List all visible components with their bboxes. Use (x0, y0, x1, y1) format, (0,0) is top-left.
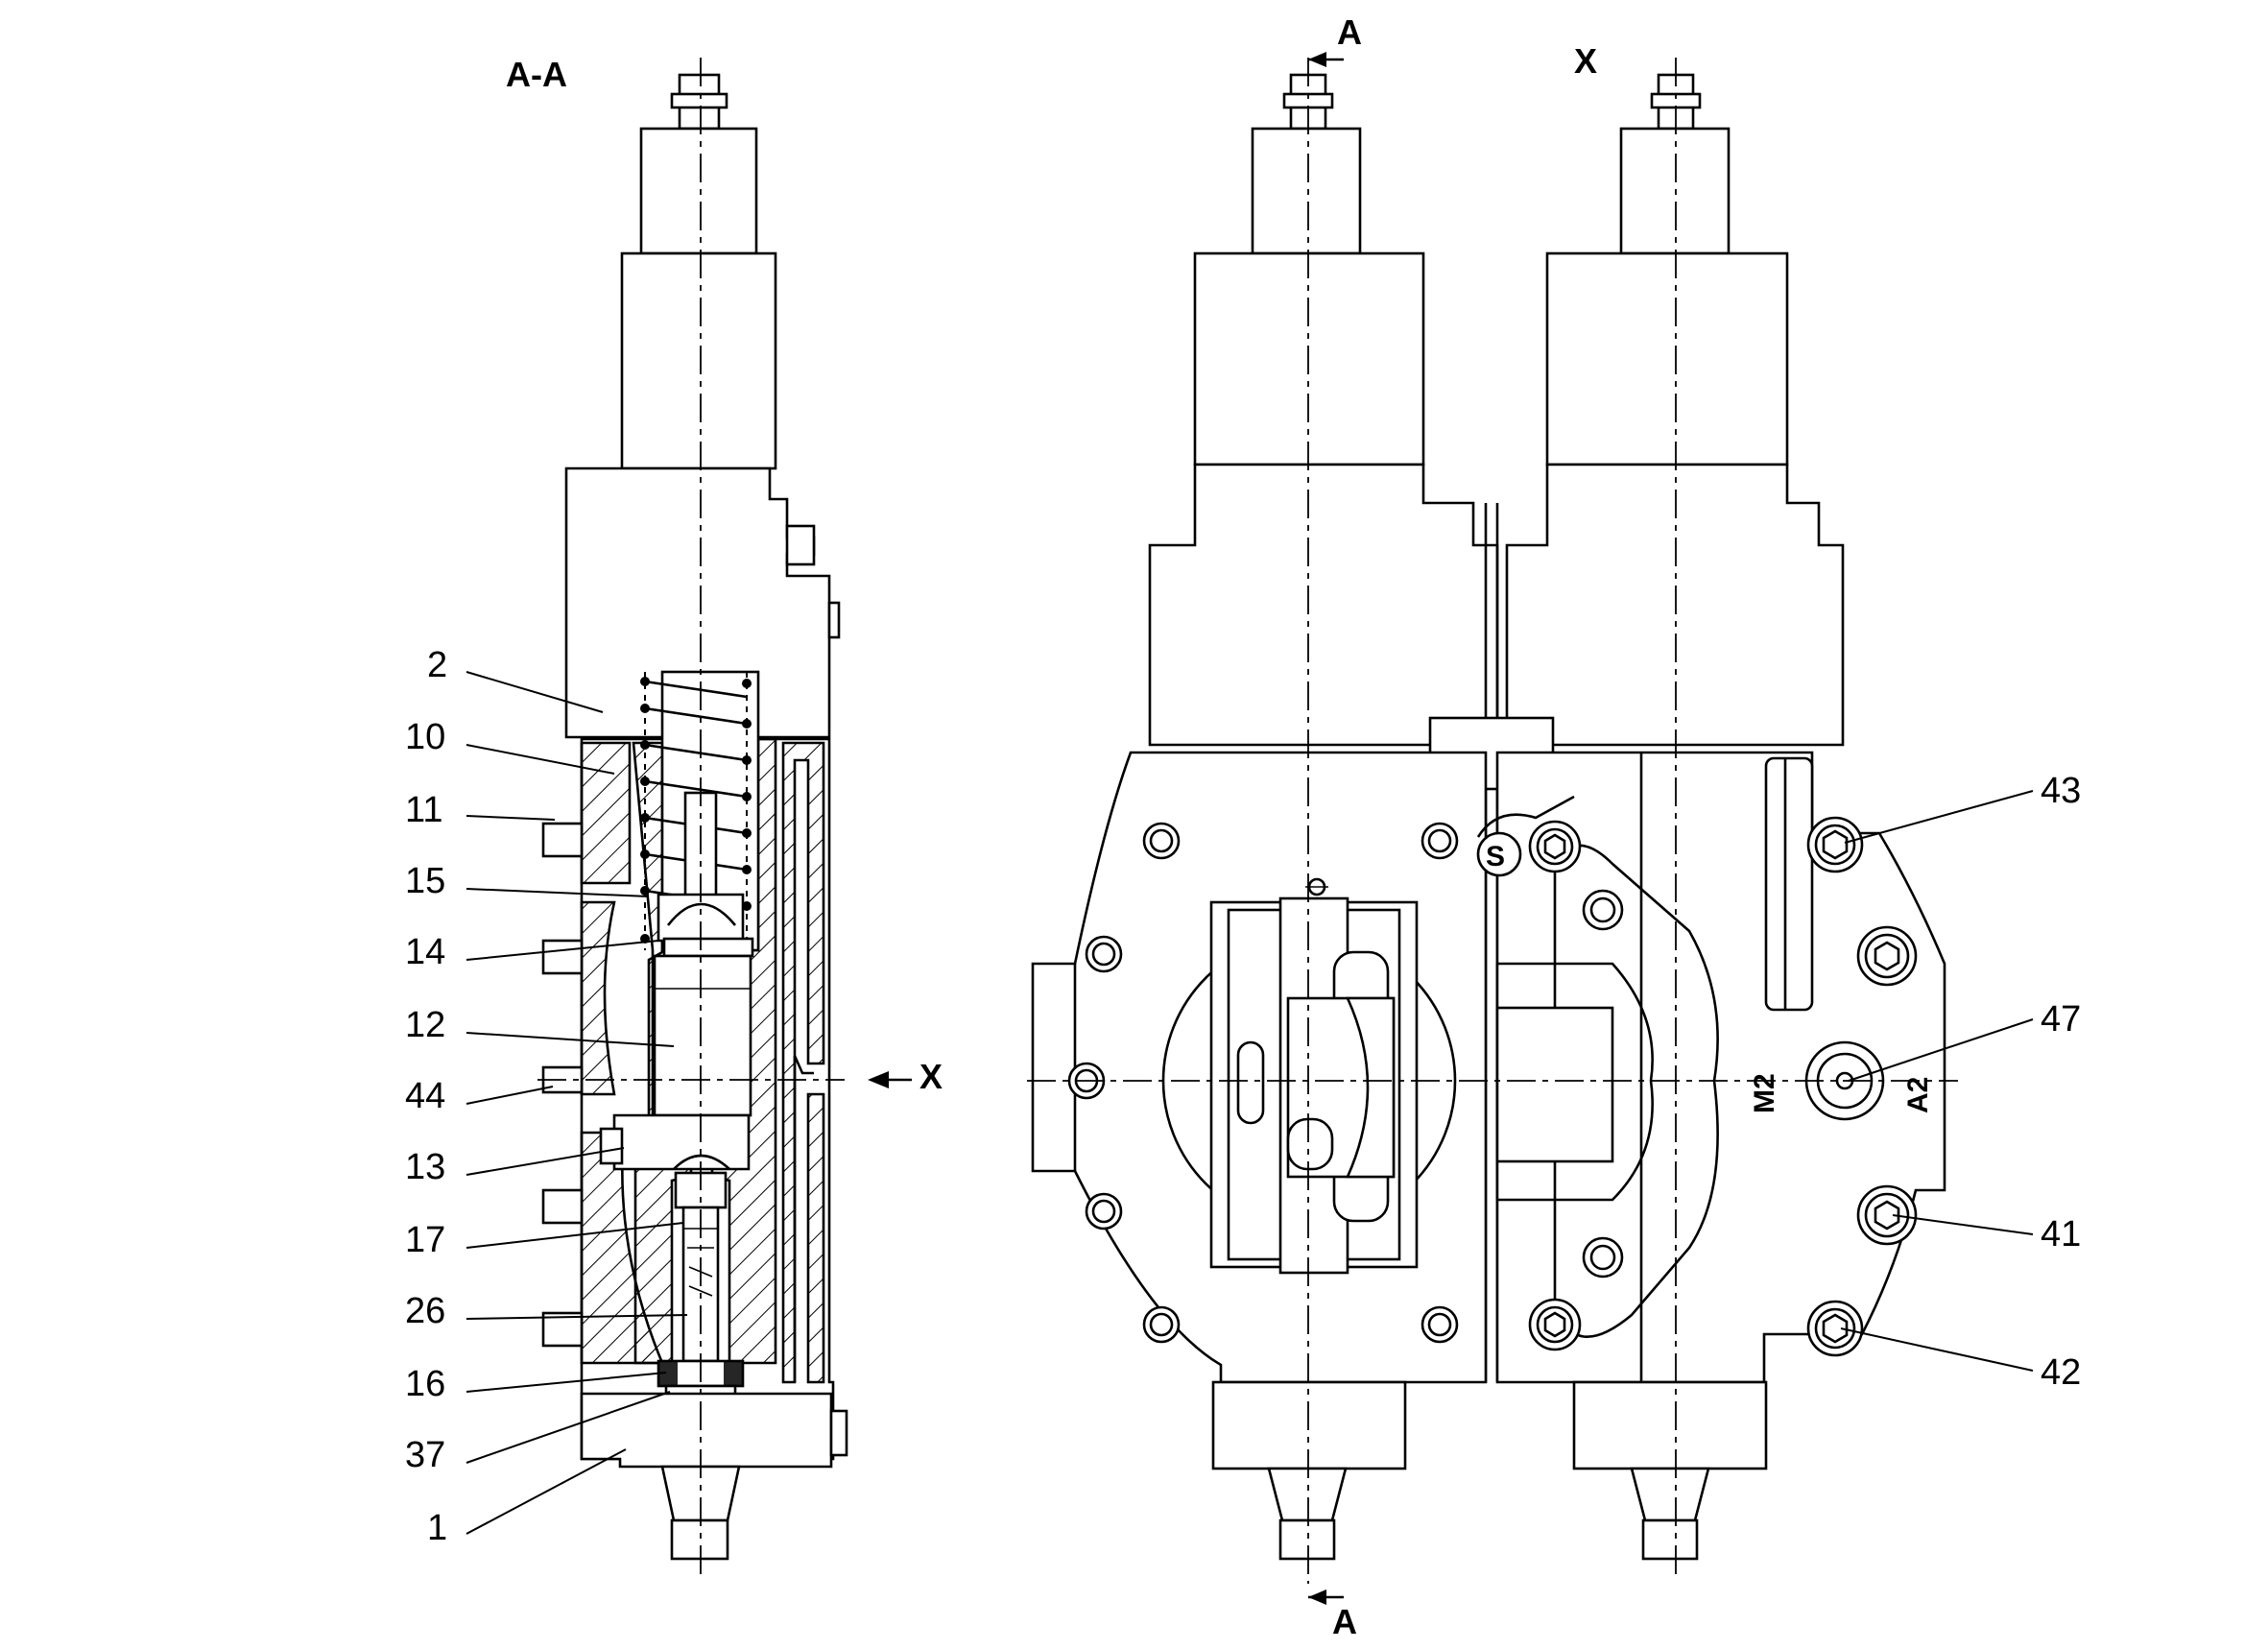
port-label-m2: M2 (1749, 1073, 1780, 1113)
callout-10: 10 (405, 717, 445, 757)
callout-2: 2 (427, 645, 447, 685)
view-title: X (1574, 41, 1597, 81)
section-mark-bottom: A (1332, 1602, 1357, 1641)
port-label-a2: A2 (1902, 1077, 1934, 1113)
callout-12: 12 (405, 1005, 445, 1045)
spring (640, 672, 752, 950)
callout-16: 16 (405, 1364, 445, 1404)
view-arrow-label: X (919, 1057, 943, 1096)
callout-42: 42 (2041, 1352, 2081, 1393)
right-callouts: 43 47 41 42 (1840, 771, 2081, 1393)
section-mark-top: A (1337, 12, 1362, 52)
callout-47: 47 (2041, 999, 2081, 1040)
section-view-a-a (537, 58, 848, 1574)
callout-41: 41 (2041, 1214, 2081, 1255)
view-x (1027, 58, 1958, 1584)
port-label-s: S (1486, 841, 1505, 872)
callout-37: 37 (405, 1435, 445, 1475)
callout-26: 26 (405, 1291, 445, 1331)
callout-43: 43 (2041, 771, 2081, 811)
callout-14: 14 (405, 932, 445, 972)
callout-11: 11 (405, 790, 442, 830)
callout-17: 17 (405, 1220, 445, 1260)
section-cut-markers (868, 52, 1344, 1605)
cover-screws (1528, 816, 1918, 1357)
callout-15: 15 (405, 861, 445, 901)
callout-1: 1 (427, 1508, 447, 1548)
left-callouts: 2 10 11 15 14 12 44 13 17 26 16 37 1 (405, 645, 688, 1548)
callout-44: 44 (405, 1076, 445, 1116)
section-title: A-A (506, 55, 567, 94)
callout-13: 13 (405, 1147, 445, 1187)
